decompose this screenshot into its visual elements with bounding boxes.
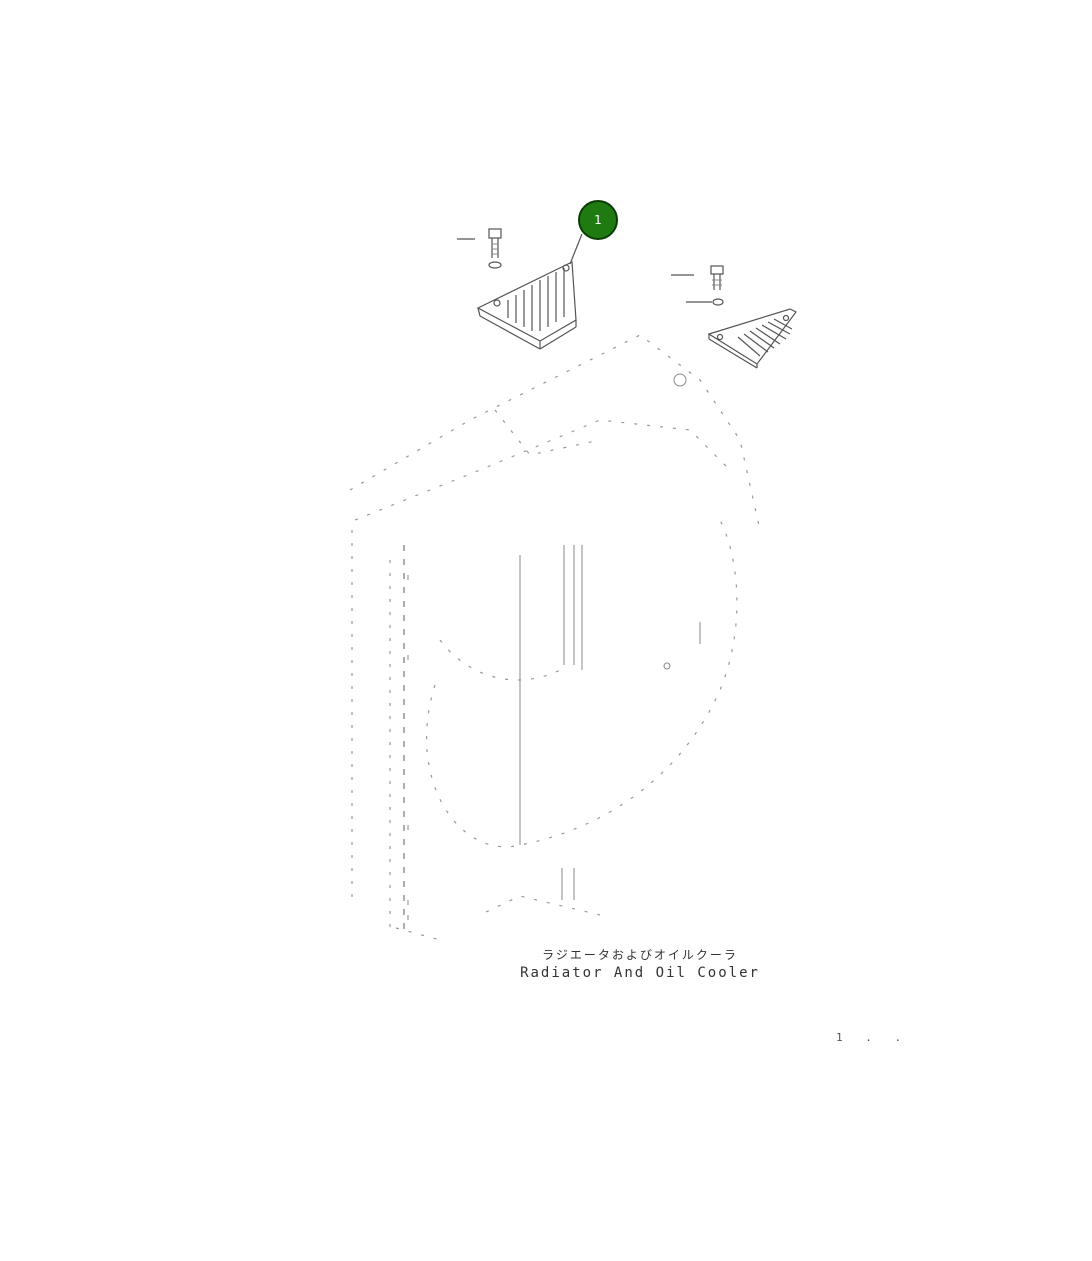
grille-plate [707, 308, 797, 369]
caption-japanese: ラジエータおよびオイルクーラ [542, 948, 738, 962]
ribbed-bracket [476, 233, 583, 350]
bolt-right-top [671, 265, 724, 290]
callout-1[interactable]: 1 [578, 200, 618, 240]
bolt-left [457, 228, 502, 269]
page-code: 1 . . [836, 1031, 910, 1044]
washer-right [686, 298, 724, 306]
caption-english: Radiator And Oil Cooler [520, 965, 760, 981]
radiator-assembly [349, 334, 761, 941]
callout-1-number: 1 [594, 213, 602, 227]
